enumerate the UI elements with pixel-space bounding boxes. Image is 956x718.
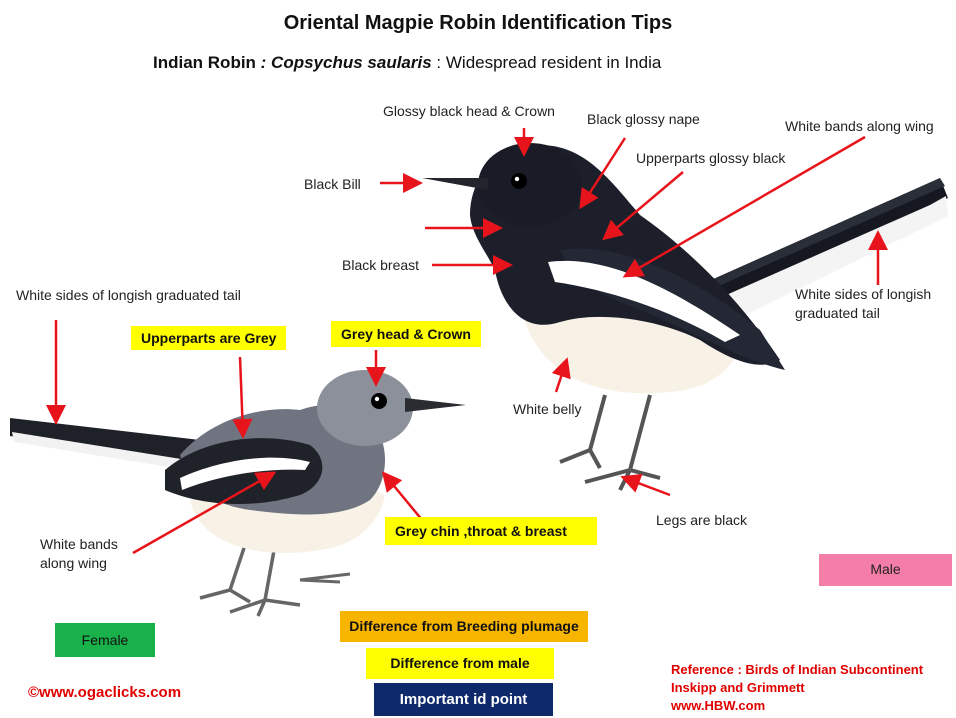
- page-title: Oriental Magpie Robin Identification Tip…: [283, 12, 673, 34]
- label-male-breast: Black breast: [342, 257, 420, 273]
- label-male-nape: Black glossy nape: [587, 111, 700, 127]
- label-female-wing-bands: White bands along wing: [40, 536, 118, 571]
- label-male-head: Glossy black head & Crown: [383, 103, 555, 119]
- female-bird: [10, 370, 466, 617]
- legend-important-id: Important id point: [374, 683, 553, 716]
- label-female-head: Grey head & Crown: [331, 321, 481, 347]
- legend-breeding-plumage: Difference from Breeding plumage: [340, 611, 588, 642]
- label-male-upperparts: Upperparts glossy black: [636, 150, 786, 166]
- legend-female: Female: [55, 623, 155, 657]
- range-note: : Widespread resident in India: [436, 53, 662, 72]
- label-female-upperparts: Upperparts are Grey: [131, 326, 287, 350]
- legend-difference-from-male: Difference from male: [366, 648, 554, 679]
- reference-line: www.HBW.com: [671, 698, 766, 713]
- common-name: Indian Robin: [153, 53, 256, 72]
- scientific-name: : Copsychus saularis: [260, 53, 432, 72]
- label-male-bill: Black Bill: [304, 176, 361, 192]
- label-male-tail-sides: White sides of longish graduated tail: [795, 286, 932, 321]
- male-bird: [422, 143, 948, 491]
- label-male-legs: Legs are black: [656, 512, 748, 528]
- label-female-tail-sides: White sides of longish graduated tail: [16, 287, 241, 303]
- label-male-belly: White belly: [513, 401, 582, 417]
- label-male-wing-bands: White bands along wing: [785, 118, 934, 134]
- legend-male: Male: [819, 554, 952, 586]
- reference-block: Reference : Birds of Indian Subcontinent…: [671, 661, 923, 715]
- male-arrows: [380, 128, 888, 497]
- subtitle: Indian Robin : Copsychus saularis : Wide…: [153, 53, 661, 73]
- credit-text: ©www.ogaclicks.com: [28, 684, 182, 701]
- reference-line: Inskipp and Grimmett: [671, 680, 805, 695]
- reference-line: Reference : Birds of Indian Subcontinent: [671, 662, 924, 677]
- label-female-chin: Grey chin ,throat & breast: [385, 517, 597, 545]
